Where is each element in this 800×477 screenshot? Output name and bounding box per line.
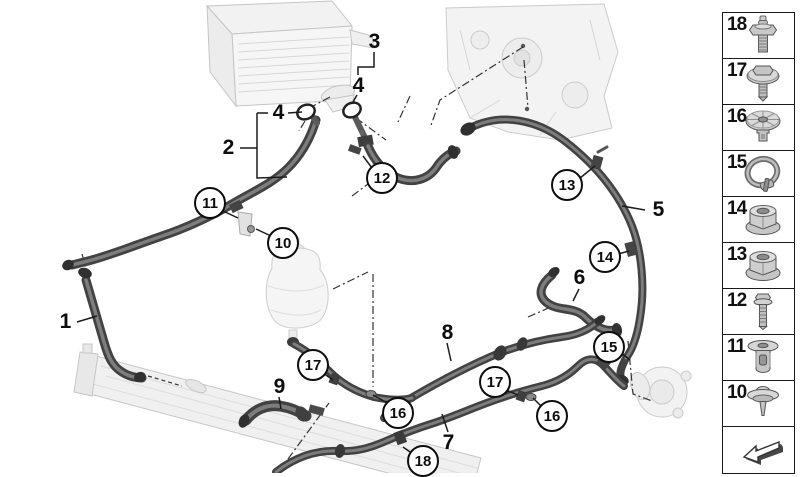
charge-air-cooler [205,0,375,113]
legend-cell-13: 13 [722,242,795,290]
part-callout-17: 17 [479,366,511,398]
part-callout-7: 7 [442,431,455,454]
legend-number: 13 [727,244,747,266]
legend-number: 12 [727,290,747,312]
clip-pin-icon [737,382,789,426]
page-arrow-icon [737,428,789,472]
legend-cell-10: 10 [722,380,795,428]
part-callout-4: 4 [352,74,365,97]
part-callout-2: 2 [222,136,235,159]
part-callout-6: 6 [573,266,586,289]
stud-bolt-icon [737,14,789,58]
assembly-lines [81,46,653,460]
legend-cell-12: 12 [722,288,795,336]
legend: 18 17 16 15 14 13 12 11 10 [722,12,795,474]
part-callout-16: 16 [382,397,414,429]
part-callout-11: 11 [194,187,226,219]
part-callout-13: 13 [551,169,583,201]
washer-screw-icon [737,60,789,104]
water-pump [629,366,692,419]
legend-number: 10 [727,382,747,404]
legend-number: 11 [727,336,746,358]
legend-number: 14 [727,198,747,220]
expansion-rivet-icon [737,336,789,380]
clamp-part-14 [624,241,637,258]
flange-nut-icon [737,244,789,288]
part-callout-4: 4 [272,101,285,124]
legend-number: 15 [727,152,747,174]
part-callout-15: 15 [593,331,625,363]
clip-part-17a [328,372,341,386]
engine-block [445,3,619,141]
clamp-part-18 [393,429,408,446]
legend-cell-arrow [722,426,795,474]
legend-cell-15: 15 [722,150,795,198]
legend-cell-16: 16 [722,104,795,152]
hose-clamp-icon [737,152,789,196]
part-callout-10: 10 [267,227,299,259]
screw-part-10 [247,225,255,233]
part-callout-12: 12 [366,162,398,194]
clamp-part-11 [228,199,244,214]
part-callout-5: 5 [652,198,665,221]
part-callout-16: 16 [536,400,568,432]
bolt-icon [737,290,789,334]
part-callout-3: 3 [368,30,381,53]
part-callout-18: 18 [407,445,439,477]
legend-number: 17 [727,60,747,82]
o-ring-part-4b [342,101,362,119]
part-callout-14: 14 [589,241,621,273]
clip-part-17b [515,389,528,403]
part-callout-17: 17 [297,349,329,381]
legend-cell-17: 17 [722,58,795,106]
legend-number: 18 [727,14,747,36]
part-callout-9: 9 [273,375,286,398]
legend-cell-14: 14 [722,196,795,244]
legend-number: 16 [727,106,747,128]
grommet-icon [737,106,789,150]
legend-cell-11: 11 [722,334,795,382]
flange-nut-icon [737,198,789,242]
o-ring-part-4a [296,103,316,121]
part-callout-8: 8 [441,321,454,344]
legend-cell-18: 18 [722,12,795,60]
part-callout-1: 1 [59,310,72,333]
